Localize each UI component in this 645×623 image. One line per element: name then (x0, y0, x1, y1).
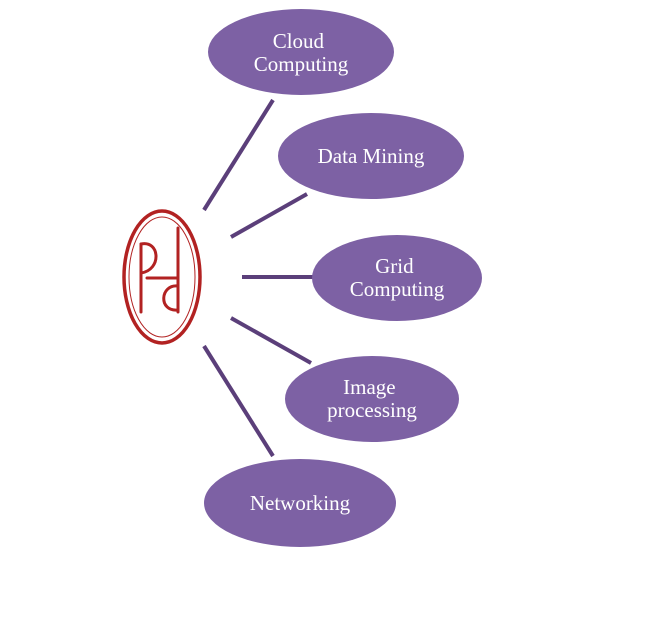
connector-data-mining (230, 192, 308, 239)
topic-node-grid-computing: Grid Computing (312, 235, 482, 321)
node-data-mining-line-1: Data Mining (318, 144, 425, 168)
node-cloud-computing-shape (208, 9, 394, 95)
node-data-mining-label: Data Mining (318, 144, 425, 168)
topic-nodes: Cloud Computing Data Mining Grid Computi… (204, 9, 482, 547)
logo-outer-ring (122, 209, 202, 345)
phd-logo (122, 209, 202, 345)
node-image-processing-shape (285, 356, 459, 442)
node-cloud-computing-line-1: Cloud (273, 29, 325, 53)
node-grid-computing-line-2: Computing (350, 277, 445, 301)
topic-node-data-mining: Data Mining (278, 113, 464, 199)
connector-networking (202, 344, 275, 458)
node-image-processing-line-1: Image (343, 375, 395, 399)
node-grid-computing-line-1: Grid (375, 254, 414, 278)
node-networking-line-1: Networking (250, 491, 351, 515)
node-networking-label: Networking (250, 491, 351, 515)
connector-cloud-computing (202, 98, 275, 212)
node-grid-computing-shape (312, 235, 482, 321)
connectors (202, 98, 313, 458)
logo-monogram (139, 226, 180, 314)
node-networking-shape (204, 459, 396, 547)
node-data-mining-shape (278, 113, 464, 199)
node-cloud-computing-label: Cloud Computing (254, 29, 349, 76)
logo-inner-ring (128, 216, 196, 338)
topic-node-networking: Networking (204, 459, 396, 547)
topic-node-image-processing: Image processing (285, 356, 459, 442)
connector-image-processing (230, 316, 312, 365)
node-image-processing-line-2: processing (327, 398, 417, 422)
node-grid-computing-label: Grid Computing (350, 254, 445, 301)
node-image-processing-label: Image processing (327, 375, 417, 422)
node-cloud-computing-line-2: Computing (254, 52, 349, 76)
topic-node-cloud-computing: Cloud Computing (208, 9, 394, 95)
